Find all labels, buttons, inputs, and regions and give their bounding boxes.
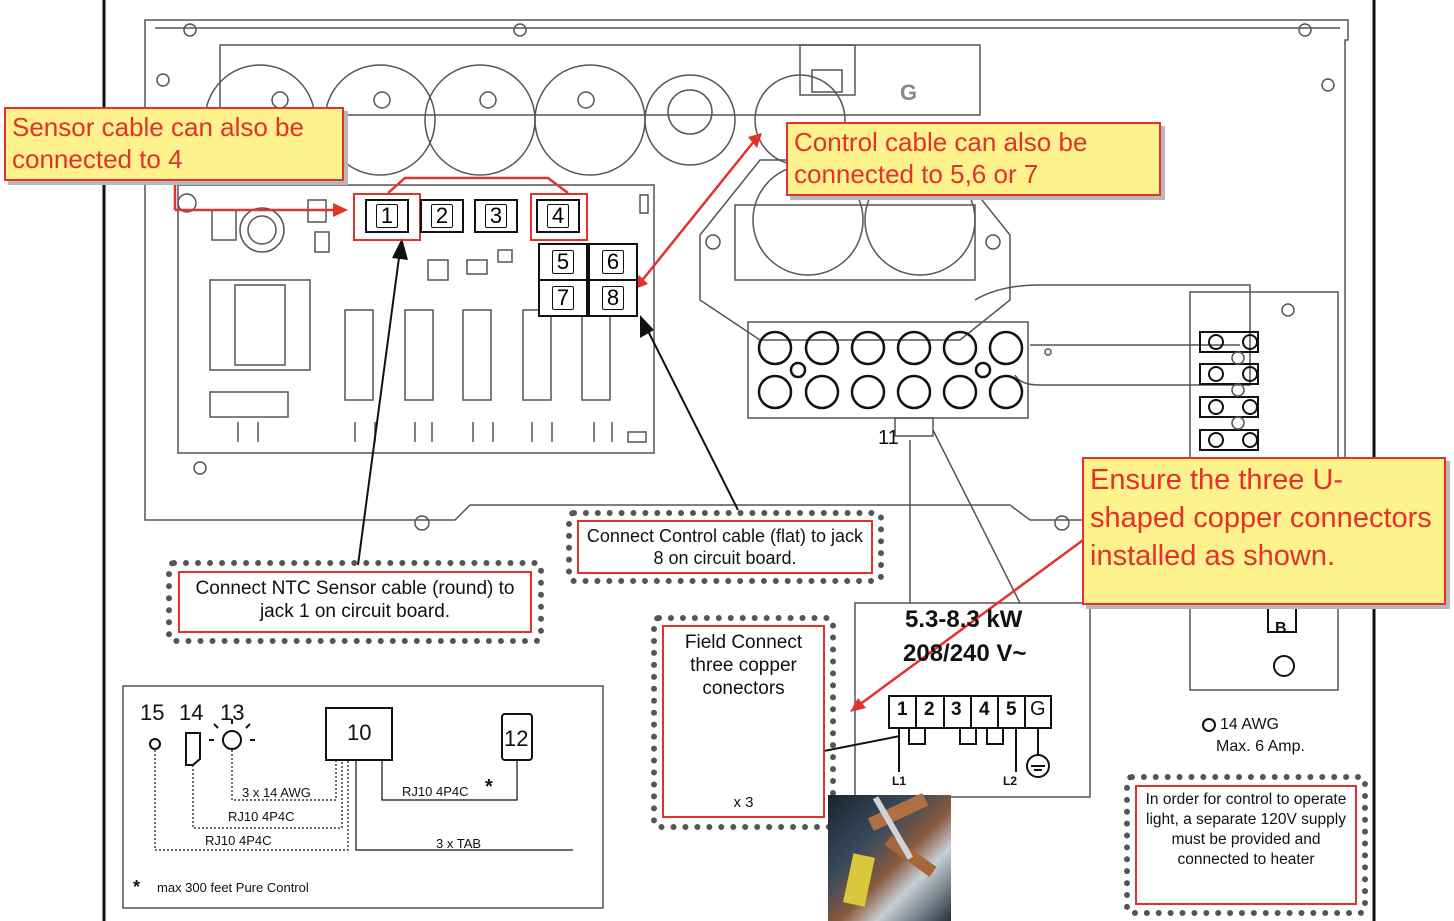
legend-star: * xyxy=(485,776,493,798)
legend-footnote: max 300 feet Pure Control xyxy=(157,880,309,895)
jack-4-label: 4 xyxy=(546,204,570,228)
note-field-connect-frame xyxy=(651,615,836,830)
legend-number-13: 13 xyxy=(220,700,245,725)
legend-wire-rj10-14: RJ10 4P4C xyxy=(228,809,295,824)
light-max-label: Max. 6 Amp. xyxy=(1216,738,1305,755)
ground-label: G xyxy=(900,80,918,105)
legend-wire-tab: 3 x TAB xyxy=(436,836,482,851)
note-ntc-sensor: Connect NTC Sensor cable (round) to jack… xyxy=(178,571,532,633)
l1-label: L1 xyxy=(892,774,907,788)
jack-3-label: 3 xyxy=(484,204,508,228)
jack-7-label: 7 xyxy=(551,286,575,310)
terminal-1: 1 xyxy=(897,699,908,720)
jack-2: 2 xyxy=(420,199,464,233)
note-light-supply-frame xyxy=(1124,774,1368,916)
l2-label: L2 xyxy=(1003,774,1018,788)
note-ntc-sensor-frame xyxy=(166,560,544,644)
power-voltage: 208/240 V~ xyxy=(903,640,1027,667)
legend-box-10: 10 xyxy=(347,720,372,745)
jack-1-label: 1 xyxy=(375,204,399,228)
jack-1: 1 xyxy=(365,199,409,233)
callout-u-connectors: Ensure the three U-shaped copper connect… xyxy=(1082,457,1446,605)
terminal-block-label: 11 xyxy=(878,427,899,449)
jack-3: 3 xyxy=(474,199,518,233)
jack-6: 6 xyxy=(588,243,638,281)
jack-8-label: 8 xyxy=(601,286,625,310)
jack-5: 5 xyxy=(538,243,588,281)
legend-number-14: 14 xyxy=(179,700,204,725)
callout-sensor-alt: Sensor cable can also be connected to 4 xyxy=(4,107,344,181)
field-connect-qty: x 3 xyxy=(733,794,754,811)
jack-7: 7 xyxy=(538,279,588,317)
jack-6-label: 6 xyxy=(601,250,625,274)
power-rating: 5.3-8.3 kW xyxy=(905,606,1023,633)
legend-box-12: 12 xyxy=(504,726,529,751)
legend-footnote-star: * xyxy=(133,877,141,897)
legend-wire-awg: 3 x 14 AWG xyxy=(242,785,311,800)
light-block-label: B xyxy=(1275,620,1287,637)
jack-8: 8 xyxy=(588,279,638,317)
jack-2-label: 2 xyxy=(430,204,454,228)
legend-number-15: 15 xyxy=(140,700,165,725)
light-wire-label: 14 AWG xyxy=(1220,716,1279,733)
jack-5-label: 5 xyxy=(551,250,575,274)
terminal-5: 5 xyxy=(1006,699,1017,720)
jack-4: 4 xyxy=(536,199,580,233)
legend-wire-rj10-12: RJ10 4P4C xyxy=(402,784,469,799)
terminal-2: 2 xyxy=(924,699,935,720)
legend-wire-rj10-15: RJ10 4P4C xyxy=(205,833,272,848)
field-connect-text: Field Connect three copper conectors xyxy=(684,632,803,699)
terminal-4: 4 xyxy=(979,699,990,720)
note-control-cable: Connect Control cable (flat) to jack 8 o… xyxy=(577,520,873,574)
terminal-3: 3 xyxy=(951,699,962,720)
note-field-connect: Field Connect three copper conectors x 3 xyxy=(662,625,825,818)
note-light-supply: In order for control to operate light, a… xyxy=(1135,785,1357,905)
note-control-cable-frame xyxy=(566,510,884,584)
copper-connectors-photo xyxy=(828,792,951,921)
callout-control-alt: Control cable can also be connected to 5… xyxy=(786,122,1161,196)
jack-4-highlight xyxy=(530,193,588,241)
terminal-g: G xyxy=(1030,698,1046,720)
